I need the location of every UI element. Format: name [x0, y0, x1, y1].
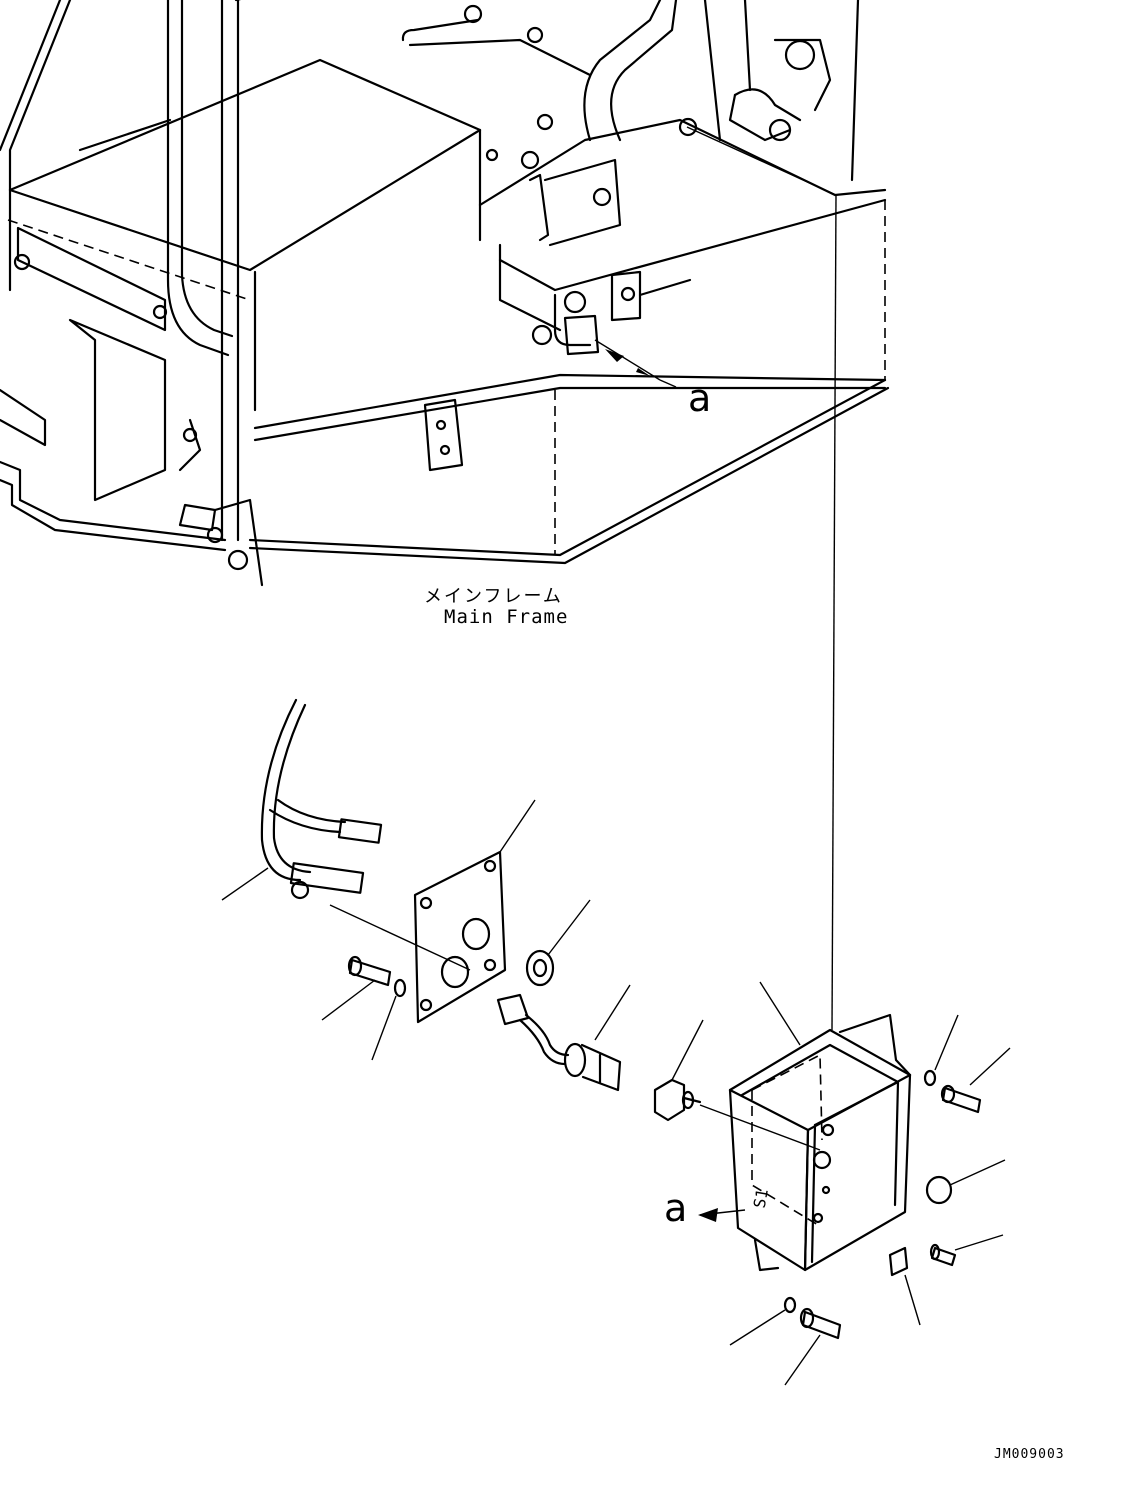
wire-harness	[221, 698, 471, 971]
main-frame-assembly	[0, 0, 890, 587]
grommet	[525, 899, 591, 987]
mounting-plate	[413, 799, 536, 1024]
toggle-switch	[653, 1019, 821, 1151]
screw-right	[929, 1234, 1004, 1267]
main-frame-label-jp: メインフレーム	[424, 586, 563, 607]
svg-text:S1: S1	[750, 1187, 772, 1209]
cap-plug	[925, 1159, 1006, 1205]
main-frame-label-en: Main Frame	[444, 606, 569, 628]
bolt-and-washer-upper-right	[923, 1014, 1011, 1114]
arrow-ref-label-bottom: a	[664, 1186, 688, 1230]
switch-box: S1	[698, 981, 912, 1272]
arrow-ref-label-top: a	[688, 376, 712, 420]
bolt-and-washer-left	[321, 955, 407, 1061]
drawing-code: JM009003	[994, 1447, 1065, 1462]
label-plate	[888, 1246, 921, 1326]
bolt-and-washer-bottom	[729, 1296, 842, 1386]
lamp-socket	[496, 984, 631, 1092]
alignment-line	[831, 194, 837, 1031]
